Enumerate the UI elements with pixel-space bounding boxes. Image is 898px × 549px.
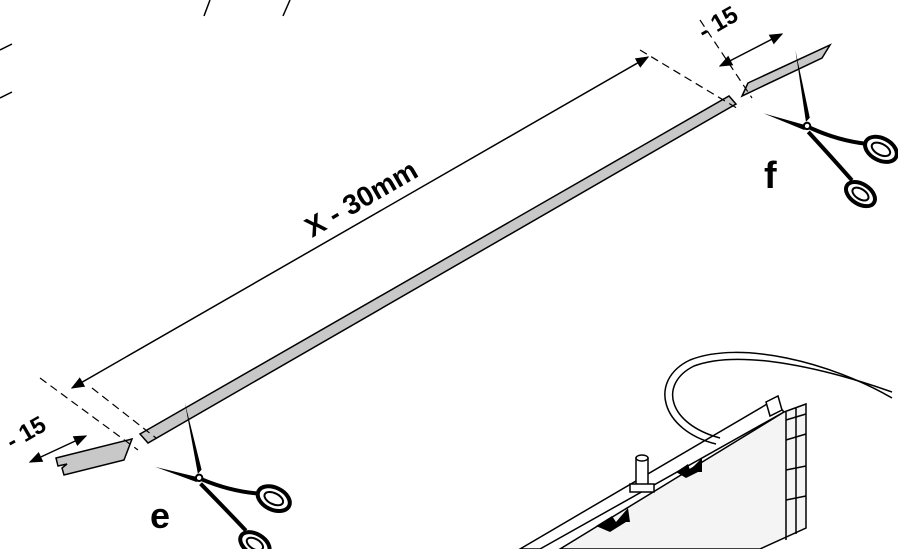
dimension-arrow-trim-left (28, 435, 88, 463)
profile-channel (518, 394, 807, 549)
power-cable (664, 351, 893, 445)
connector-pin (629, 454, 655, 493)
cut-lines (39, 19, 753, 451)
strip-trim-right (740, 43, 832, 98)
dimension-arrow-trim-right (718, 33, 784, 67)
arrow-icon (676, 458, 702, 478)
background-hint-lines (0, 0, 291, 99)
arrow-icon (596, 508, 630, 532)
trim-left-label: - 15 (2, 411, 51, 455)
strip-trim-left (55, 437, 134, 476)
main-dimension-label: X - 30mm (300, 154, 423, 243)
cut-label-e: e (150, 495, 170, 536)
led-strip-main (138, 95, 738, 444)
cut-label-f: f (764, 155, 777, 197)
dimension-arrow-main (70, 56, 650, 389)
trim-right-label: - 15 (694, 1, 743, 45)
